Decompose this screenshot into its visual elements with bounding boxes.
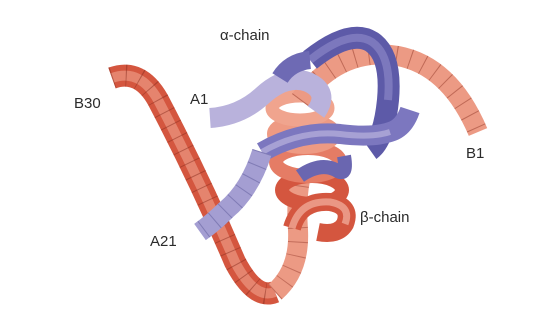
a21-label: A21 [150,233,177,250]
alpha-chain-twist [300,156,345,176]
a1-label: A1 [190,91,208,108]
alpha-chain-label: α-chain [220,27,270,44]
beta-chain-ribbon [112,54,478,293]
b1-label: B1 [466,145,484,162]
b30-label: B30 [74,95,101,112]
beta-chain-label: β-chain [360,209,409,226]
